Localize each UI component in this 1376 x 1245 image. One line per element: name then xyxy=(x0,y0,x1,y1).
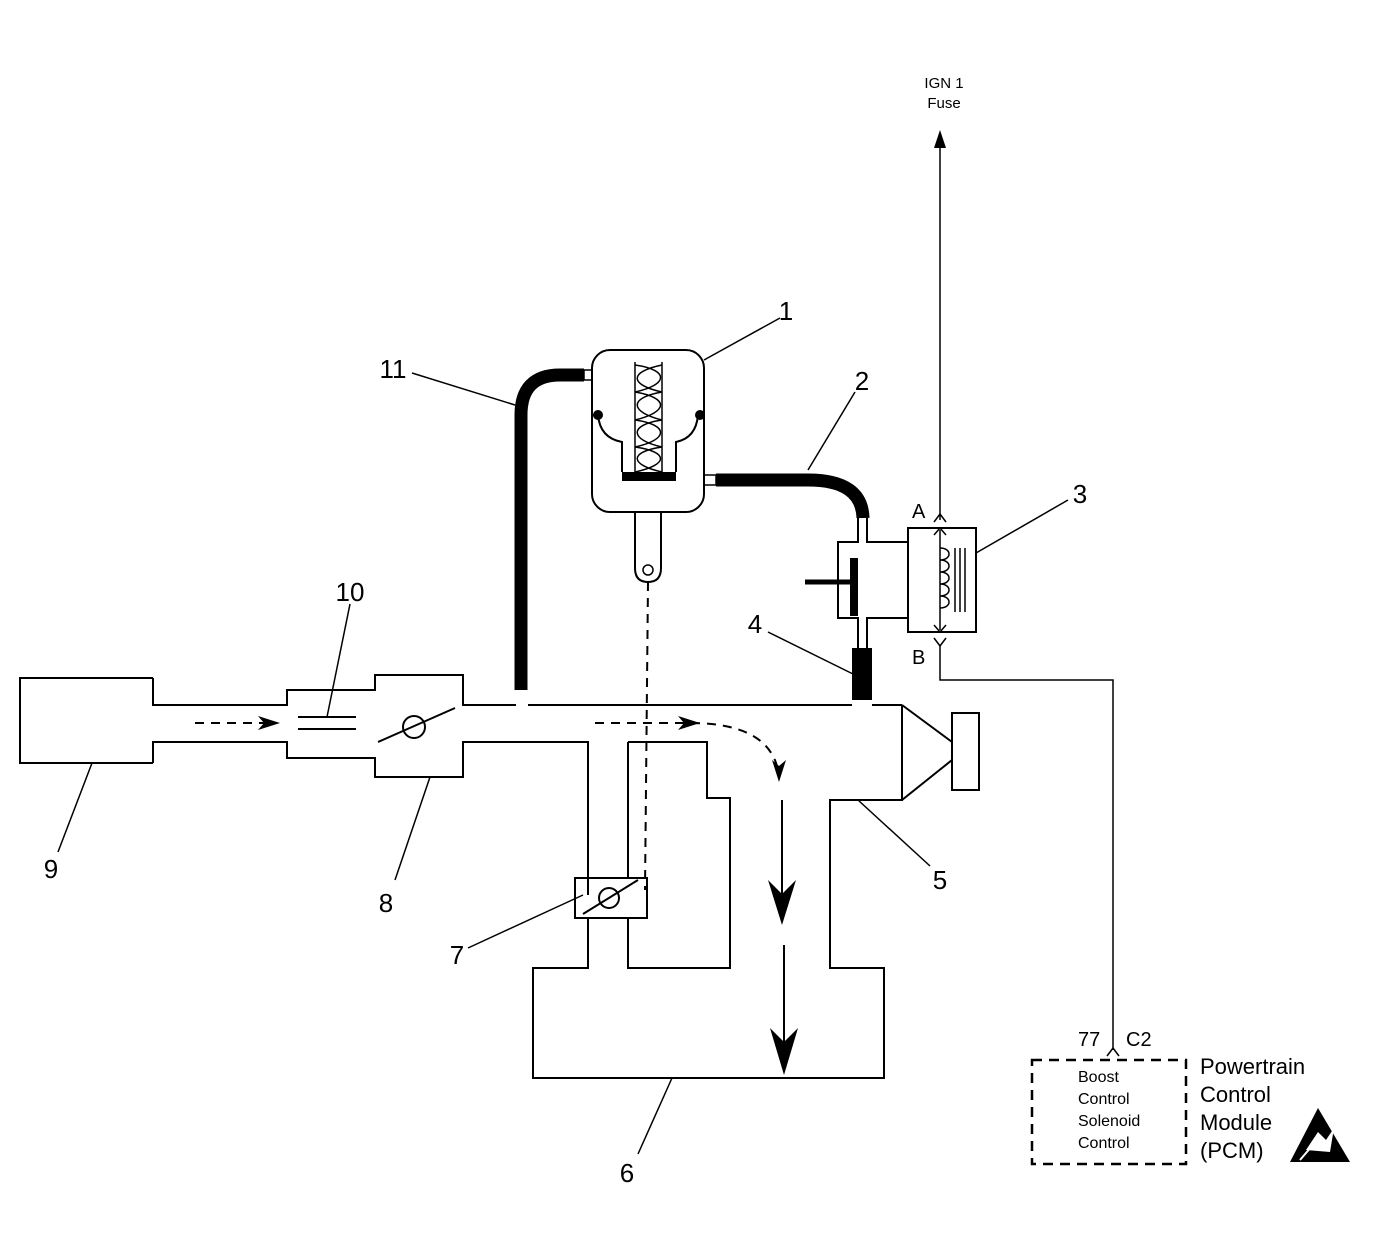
air-ducting xyxy=(19,674,980,1079)
callout-6: 6 xyxy=(620,1158,634,1188)
fuse-arrow-icon xyxy=(934,130,946,148)
fuse-label-line1: IGN 1 xyxy=(924,75,963,92)
pcm-box xyxy=(1030,1058,1188,1166)
callout-7: 7 xyxy=(450,940,464,970)
pcm-pin-number: 77 xyxy=(1078,1029,1100,1051)
callout-9: 9 xyxy=(44,854,58,884)
wastegate-actuator xyxy=(583,349,717,584)
callout-5: 5 xyxy=(933,865,947,895)
pcm-label-line3: Module xyxy=(1200,1110,1272,1135)
boost-control-solenoid xyxy=(805,512,977,650)
callout-10: 10 xyxy=(336,577,365,607)
hose-actuator-to-solenoid xyxy=(716,473,870,519)
pcm-label-line1: Powertrain xyxy=(1200,1054,1305,1079)
actuator-linkage xyxy=(644,581,649,891)
callout-1: 1 xyxy=(779,296,793,326)
fuse-feed-wire xyxy=(934,130,946,520)
pcm-box-line4: Control xyxy=(1078,1135,1130,1152)
callout-3: 3 xyxy=(1073,479,1087,509)
restrictor-fitting xyxy=(852,648,872,700)
pcm-box-line3: Solenoid xyxy=(1078,1113,1140,1130)
flow-arrows xyxy=(195,716,798,1075)
terminal-a-label: A xyxy=(912,501,926,523)
callout-11: 11 xyxy=(380,354,407,384)
pcm-label-line4: (PCM) xyxy=(1200,1138,1264,1163)
terminal-b-label: B xyxy=(912,647,925,669)
pcm-box-line2: Control xyxy=(1078,1091,1130,1108)
callout-leaders xyxy=(57,317,1069,1155)
pcm-terminal-icon xyxy=(1106,1046,1120,1057)
callout-8: 8 xyxy=(379,888,393,918)
hose-actuator-to-intake xyxy=(514,368,584,690)
pcm-connector-id: C2 xyxy=(1126,1029,1152,1051)
callout-2: 2 xyxy=(855,366,869,396)
pcm-box-line1: Boost xyxy=(1078,1069,1119,1086)
esd-sensitive-icon xyxy=(1290,1108,1350,1162)
pcm-label-line2: Control xyxy=(1200,1082,1271,1107)
fuse-label-line2: Fuse xyxy=(927,95,960,112)
pcm-signal-wire xyxy=(939,646,1114,1050)
callout-4: 4 xyxy=(748,609,762,639)
